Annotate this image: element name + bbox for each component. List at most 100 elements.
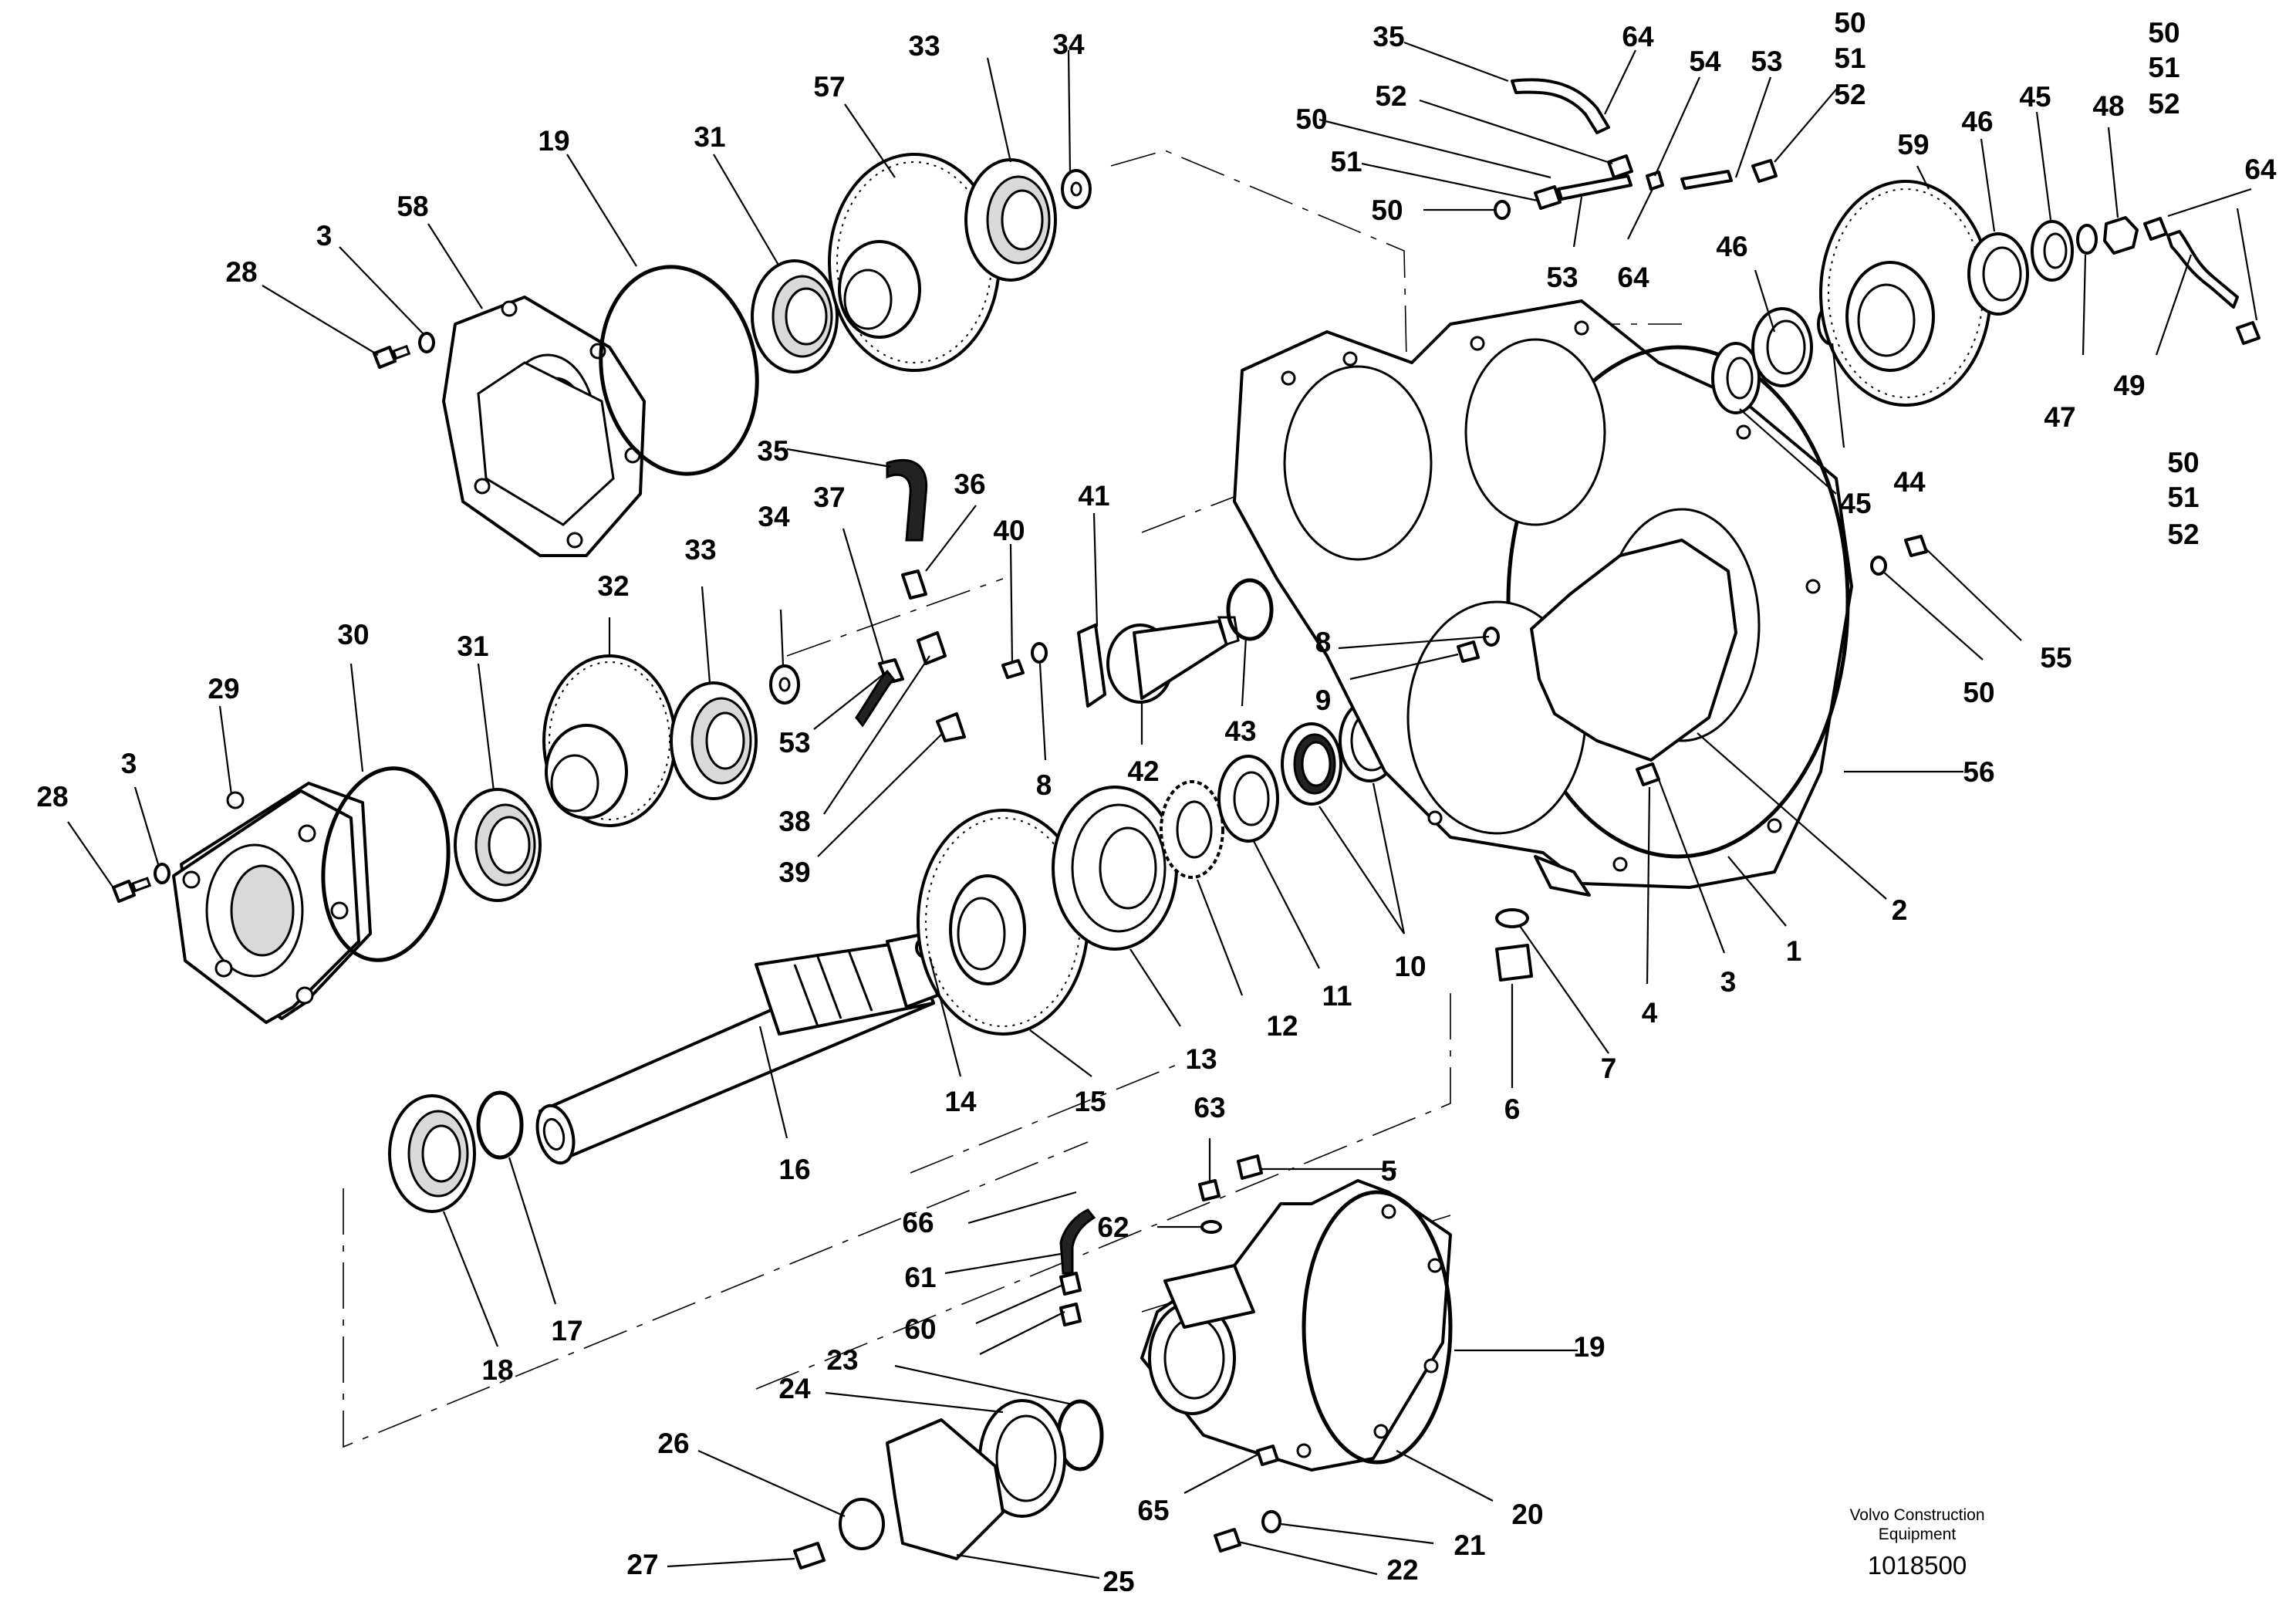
washer-34-lower bbox=[769, 664, 800, 705]
callout: 51 bbox=[1834, 42, 1866, 74]
hose-53-lower bbox=[855, 669, 895, 728]
fitting-61 bbox=[1059, 1272, 1082, 1296]
callout: 60 bbox=[904, 1313, 936, 1345]
callout: 34 bbox=[1052, 29, 1085, 60]
callout: 39 bbox=[778, 857, 810, 888]
callout: 42 bbox=[1127, 755, 1159, 787]
plug-55 bbox=[1904, 535, 1928, 557]
washer-3-lower bbox=[154, 863, 171, 884]
callout: 30 bbox=[337, 619, 369, 650]
o-ring-19-upper bbox=[599, 265, 759, 476]
fitting-50-51-52-right bbox=[1751, 159, 1778, 183]
hose-35-lower bbox=[886, 458, 928, 542]
callout: 37 bbox=[813, 482, 845, 513]
callout: 50 bbox=[2167, 447, 2199, 478]
callout: 41 bbox=[1078, 480, 1109, 512]
callout: 52 bbox=[1375, 80, 1406, 112]
bearing-45-left bbox=[1711, 342, 1761, 414]
o-ring-19-lower bbox=[1302, 1190, 1453, 1465]
o-ring-30 bbox=[321, 766, 451, 962]
callout: 35 bbox=[757, 435, 788, 467]
callout: 21 bbox=[1454, 1529, 1485, 1561]
washer-7 bbox=[1495, 908, 1529, 928]
gear-57 bbox=[828, 153, 1001, 372]
callout: 19 bbox=[1573, 1331, 1605, 1363]
pipe-53-right bbox=[1680, 170, 1733, 190]
callout: 38 bbox=[778, 806, 810, 837]
callout: 15 bbox=[1074, 1086, 1106, 1117]
washer-8-left bbox=[1031, 642, 1048, 664]
callout: 34 bbox=[758, 501, 790, 532]
leader-lines bbox=[67, 41, 2258, 1580]
yoke-25 bbox=[886, 1418, 1004, 1560]
washer-34-upper bbox=[1061, 169, 1092, 209]
callout: 51 bbox=[2148, 52, 2180, 83]
callout: 45 bbox=[2019, 81, 2051, 113]
bearing-13 bbox=[1052, 786, 1178, 951]
callout: 3 bbox=[316, 220, 333, 252]
callout: 50 bbox=[1963, 677, 1994, 708]
reference-number: 1018500 bbox=[1868, 1551, 1967, 1580]
callout: 52 bbox=[1834, 79, 1866, 110]
callout: 44 bbox=[1893, 466, 1926, 498]
callout: 66 bbox=[902, 1207, 934, 1238]
bearing-18 bbox=[388, 1094, 476, 1213]
elbow-fitting-39 bbox=[936, 712, 966, 742]
callout: 46 bbox=[1961, 106, 1993, 137]
callout: 53 bbox=[778, 727, 810, 759]
washer-21 bbox=[1261, 1510, 1281, 1533]
snap-ring-17 bbox=[476, 1090, 524, 1160]
callout: 28 bbox=[225, 256, 257, 288]
plug-65 bbox=[1256, 1445, 1279, 1466]
bolt-40 bbox=[1001, 659, 1025, 679]
callout: 5 bbox=[1381, 1155, 1397, 1187]
callout: 35 bbox=[1373, 21, 1404, 52]
callout: 23 bbox=[826, 1344, 858, 1376]
callout: 56 bbox=[1963, 756, 1994, 788]
bearing-45-right bbox=[2031, 220, 2074, 282]
callout: 9 bbox=[1315, 684, 1332, 716]
bolt-27 bbox=[793, 1542, 826, 1570]
tee-fitting-38 bbox=[917, 631, 947, 665]
callout: 47 bbox=[2044, 401, 2075, 433]
callout: 25 bbox=[1102, 1566, 1134, 1597]
callout: 26 bbox=[657, 1428, 689, 1459]
callout: 18 bbox=[481, 1354, 513, 1386]
callout: 46 bbox=[1716, 231, 1747, 262]
fitting-54 bbox=[1646, 171, 1664, 191]
pipe-53-upper bbox=[1557, 174, 1633, 201]
washer-3-upper bbox=[418, 332, 435, 353]
callout: 64 bbox=[1617, 262, 1649, 293]
callout: 13 bbox=[1185, 1043, 1217, 1075]
callout: 29 bbox=[208, 673, 239, 705]
callout: 33 bbox=[908, 30, 940, 62]
housing-1 bbox=[1233, 299, 1853, 897]
plug-6 bbox=[1495, 944, 1533, 982]
callout: 45 bbox=[1839, 488, 1871, 519]
cover-plate-2 bbox=[1530, 539, 1737, 762]
callout: 10 bbox=[1394, 951, 1426, 982]
bolt-9 bbox=[1457, 640, 1480, 663]
callout: 50 bbox=[1371, 194, 1403, 226]
callout: 48 bbox=[2092, 90, 2124, 122]
callout: 17 bbox=[551, 1315, 582, 1347]
hose-35-upper bbox=[1511, 78, 1610, 134]
callout: 50 bbox=[1295, 103, 1327, 135]
washer-47 bbox=[2076, 224, 2098, 255]
callout: 55 bbox=[2040, 642, 2071, 674]
callout: 61 bbox=[904, 1262, 936, 1293]
bolt-28-lower bbox=[112, 877, 152, 903]
callout: 31 bbox=[457, 630, 488, 662]
plug-5 bbox=[1237, 1154, 1263, 1180]
callout: 11 bbox=[1322, 980, 1352, 1012]
callout: 52 bbox=[2148, 88, 2180, 120]
callout: 28 bbox=[36, 781, 68, 813]
lock-washer-12 bbox=[1160, 780, 1224, 879]
washer-50-right bbox=[1870, 556, 1887, 576]
fitting-36 bbox=[901, 569, 927, 600]
fitting-50-51-52-bottom bbox=[2236, 321, 2261, 345]
shaft-16 bbox=[535, 932, 939, 1165]
callout: 50 bbox=[1834, 7, 1866, 39]
nut-48 bbox=[2103, 216, 2139, 255]
fitting-51-upper bbox=[1534, 185, 1562, 210]
